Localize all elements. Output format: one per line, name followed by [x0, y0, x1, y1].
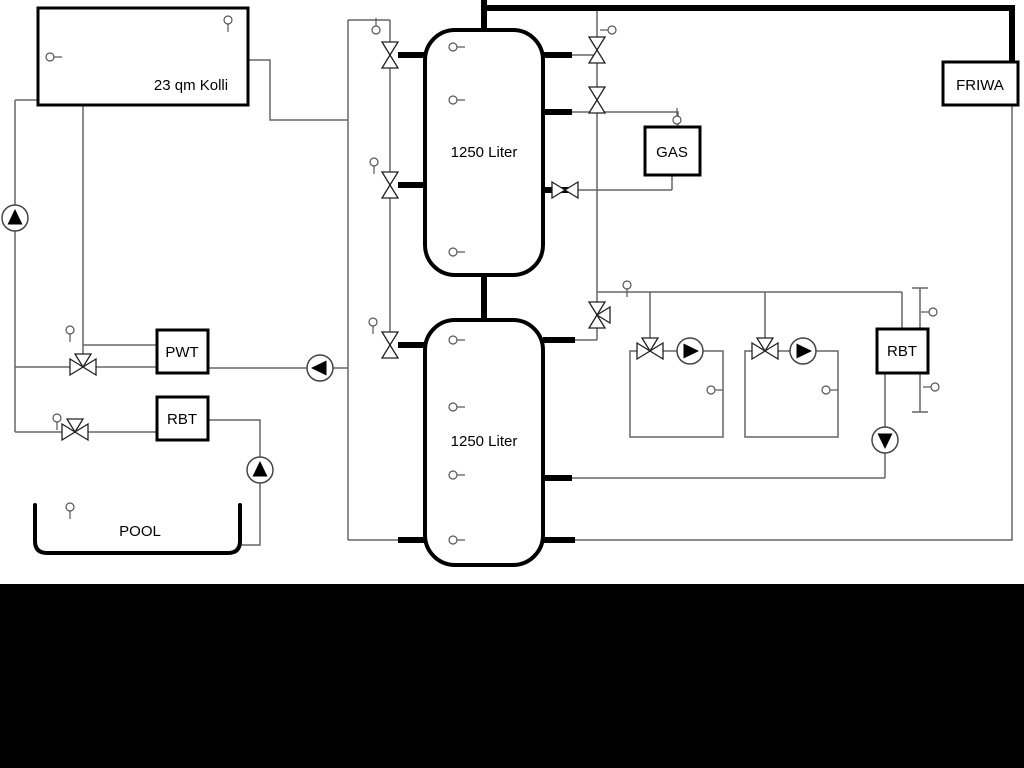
rbt-heating-exchanger: RBT	[875, 327, 930, 375]
buffer-tank-bottom-label: 1250 Liter	[451, 433, 518, 450]
pump-pool-icon	[246, 456, 274, 484]
pool: POOL	[33, 503, 242, 555]
rbt-pool-label: RBT	[167, 411, 197, 428]
pwt-label: PWT	[165, 344, 198, 361]
rbt-heating-label: RBT	[887, 343, 917, 360]
header-line	[481, 0, 1015, 62]
pipe-network	[14, 8, 1013, 546]
friwa-station-box	[941, 60, 1020, 107]
rbt-heating-box	[875, 327, 930, 375]
pool-label: POOL	[119, 523, 161, 540]
footer-band	[0, 584, 1024, 768]
rbt-pool-box	[155, 395, 210, 442]
pipe-friwa-return	[575, 105, 1013, 541]
gas-boiler-label: GAS	[656, 144, 688, 161]
pipe-collector-right	[248, 59, 348, 121]
buffer-tank-top: 1250 Liter	[423, 28, 545, 277]
pump-rbt-heating-icon	[871, 426, 899, 454]
pump-pwt-icon	[306, 354, 334, 382]
friwa-station-label: FRIWA	[956, 77, 1004, 94]
pipe-pool-circuit-left	[14, 99, 157, 433]
buffer-tank-top-body	[423, 28, 545, 277]
solar-collector-box	[36, 6, 250, 107]
buffer-tank-bottom-body	[423, 318, 545, 567]
buffer-tank-bottom: 1250 Liter	[423, 318, 545, 567]
pump-heating-2-icon	[789, 337, 817, 365]
buffer-tank-top-label: 1250 Liter	[451, 144, 518, 161]
friwa-station: FRIWA	[941, 60, 1020, 107]
pipe-solar-charge	[208, 19, 398, 541]
solar-collector: 23 qm Kolli	[36, 6, 250, 107]
pool-basin	[33, 503, 242, 555]
gas-boiler-box	[643, 125, 702, 177]
solar-collector-label: 23 qm Kolli	[154, 77, 228, 94]
pump-heating-1-icon	[676, 337, 704, 365]
pwt-heat-exchanger: PWT	[155, 328, 210, 375]
rbt-pool-exchanger: RBT	[155, 395, 210, 442]
pwt-box	[155, 328, 210, 375]
pump-solar-icon	[1, 204, 29, 232]
gas-boiler: GAS	[643, 125, 702, 177]
pipe-dhw-riser-and-gas	[572, 8, 679, 292]
